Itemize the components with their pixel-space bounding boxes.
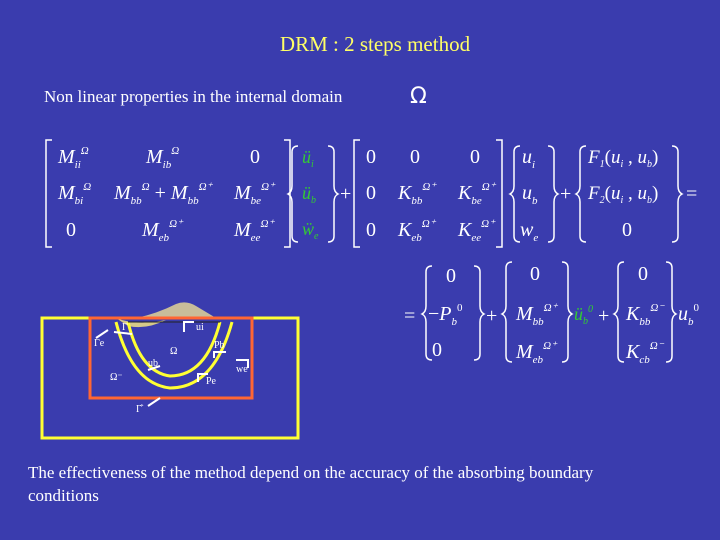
arrow-ub (147, 365, 161, 371)
arrow-we (236, 359, 249, 368)
m-bb-sum: MbbΩ + MbbΩ⁺ (113, 181, 214, 207)
force-right-brace (671, 145, 684, 243)
accel-we-glyph: ẅe (302, 219, 319, 242)
arrow-ui (183, 321, 194, 332)
accel-u0-glyph: üb0 (574, 304, 593, 327)
disp-ui: ui (522, 146, 535, 171)
label-gamma-hat: Γ̂ (136, 404, 144, 415)
equals-2: = (404, 305, 415, 327)
inner-u-curve (126, 321, 222, 378)
kb-kbb: KbbΩ⁻ (625, 302, 665, 328)
k-13: 0 (470, 146, 480, 168)
plus-2: + (560, 183, 571, 205)
disp-we: we (520, 219, 538, 244)
k-11: 0 (366, 146, 376, 168)
label-pe: Pe (206, 376, 217, 387)
footer-text: The effectiveness of the method depend o… (28, 463, 594, 505)
k-ee: KeeΩ⁺ (457, 218, 496, 244)
u0-vector: ub0 (678, 302, 700, 328)
force-f2: F2(ui , ub) (587, 183, 658, 206)
k-bb: KbbΩ⁺ (397, 181, 437, 207)
disp-right-brace (547, 145, 560, 243)
ground-mound (136, 302, 216, 318)
ma-left-brace (500, 261, 513, 363)
k-31: 0 (366, 219, 376, 241)
kb-zero: 0 (638, 263, 648, 285)
slide-title: DRM : 2 steps method (279, 32, 471, 56)
m-bi: MbiΩ (57, 181, 91, 207)
equation-2: = 0 −Pb0 0 + 0 MbbΩ⁺ MebΩ⁺ üb0 + 0 KbbΩ⁻… (404, 261, 700, 366)
omega-symbol: Ω (410, 84, 427, 109)
plus-3: + (486, 305, 497, 327)
mass-matrix-left-bracket (45, 139, 52, 248)
label-pb: Pb (214, 340, 225, 351)
outer-boundary (40, 316, 300, 440)
stiffness-right-bracket (496, 139, 503, 248)
kb-right-brace (665, 261, 678, 363)
load-right-brace (473, 265, 486, 361)
label-we: we (236, 364, 248, 375)
disp-left-brace (508, 145, 521, 243)
m-eb: MebΩ⁺ (141, 218, 184, 244)
equals-1: = (686, 183, 697, 205)
arrow-pb (213, 351, 226, 358)
slide-subtitle: Non linear properties in the internal do… (44, 87, 343, 106)
m-13-zero: 0 (250, 146, 260, 168)
m-ib: MibΩ (145, 145, 179, 171)
ma-mbb: MbbΩ⁺ (515, 302, 559, 328)
m-ii: MiiΩ (57, 145, 89, 171)
force-left-brace (574, 145, 587, 243)
force-f1: F1(ui , ub) (587, 147, 658, 170)
label-gamma-plus: Γ (122, 322, 128, 333)
ma-right-brace (561, 261, 574, 363)
label-omega-minus: Ω⁻ (110, 372, 123, 383)
k-12: 0 (410, 146, 420, 168)
arrow-pe (197, 373, 208, 382)
label-omega: Ω (170, 346, 177, 357)
stiffness-left-bracket (353, 139, 360, 248)
accel-ui-glyph: üi (302, 147, 314, 170)
arrow-gamma-hat (147, 397, 161, 407)
orange-boundary (88, 316, 254, 400)
force-zero: 0 (622, 219, 632, 241)
accel-right-brace (327, 145, 340, 243)
ma-zero: 0 (530, 263, 540, 285)
load-zero-top: 0 (446, 265, 456, 287)
m-be: MbeΩ⁺ (233, 181, 276, 207)
domain-figure: Γe Γ ui ub Ω Pb Pe we Ω⁻ Γ̂ (40, 302, 300, 440)
load-zero-bottom: 0 (432, 339, 442, 361)
figure-arrows (95, 321, 249, 407)
m-31-zero: 0 (66, 219, 76, 241)
k-eb: KebΩ⁺ (397, 218, 437, 244)
m-ee: MeeΩ⁺ (233, 218, 275, 244)
k-be: KbeΩ⁺ (457, 181, 497, 207)
arrow-gamma-plus (113, 331, 133, 335)
label-ui: ui (196, 322, 204, 333)
load-p0: −Pb0 (428, 302, 463, 328)
k-21: 0 (366, 182, 376, 204)
outer-u-curve (114, 321, 234, 390)
plus-4: + (598, 305, 609, 327)
plus-1: + (340, 183, 351, 205)
disp-ub: ub (522, 182, 538, 207)
label-ub: ub (148, 358, 158, 369)
label-gamma-e: Γe (94, 338, 105, 349)
kb-kcb: KcbΩ⁻ (625, 340, 665, 366)
equation-1: MiiΩ MibΩ 0 MbiΩ MbbΩ + MbbΩ⁺ MbeΩ⁺ 0 Me… (45, 139, 697, 248)
load-left-brace (420, 265, 433, 361)
accel-ub-glyph: üb (302, 183, 316, 206)
ma-meb: MebΩ⁺ (515, 340, 558, 366)
arrow-gamma-e (95, 329, 109, 339)
kb-left-brace (612, 261, 625, 363)
accel-left-brace (286, 145, 299, 243)
